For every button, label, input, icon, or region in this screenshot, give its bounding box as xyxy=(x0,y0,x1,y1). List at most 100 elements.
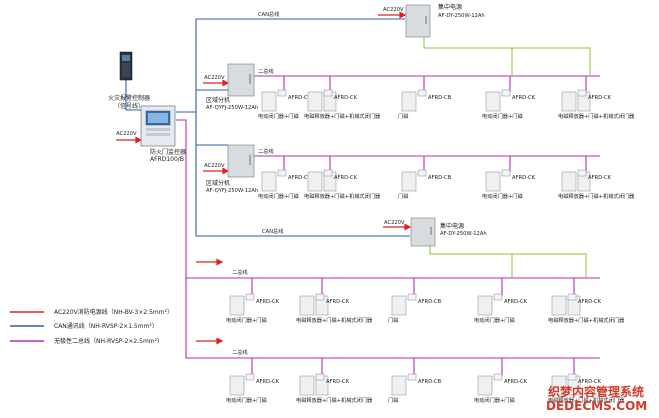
module-box xyxy=(245,293,255,301)
door-monitor-model: AFRD100/B xyxy=(150,156,184,163)
module-box xyxy=(417,89,427,97)
module-label: AFRD-CK xyxy=(326,299,350,305)
two-wire-label-row2: 二总线 xyxy=(258,147,274,155)
module-label: AFRD-CK xyxy=(256,299,280,305)
device-unit: AFRD-CK 电磁释放器+门磁+机械式闭门器 xyxy=(548,373,625,404)
module-box xyxy=(315,293,325,301)
door-leaf xyxy=(551,295,567,316)
module-label: AFRD-CK xyxy=(288,95,312,101)
ac220v-label-top: AC220V xyxy=(383,7,404,13)
module-label: AFRD-CK xyxy=(578,379,602,385)
device-label: 电动闭门器+门磁 xyxy=(258,112,299,120)
device-label: 电动闭门器+门磁 xyxy=(226,396,267,404)
module-label: AFRD-CK xyxy=(326,379,350,385)
module-box xyxy=(567,373,577,381)
module-label: AFRD-CK xyxy=(334,95,358,101)
device-unit: AFRD-CK 电动闭门器+门磁 xyxy=(482,89,536,120)
two-wire-label-row1: 二总线 xyxy=(258,67,274,75)
door-leaf xyxy=(401,171,417,192)
device-label: 电动闭门器+门磁 xyxy=(226,316,267,324)
watermark: 织梦内容管理系统 DEDECMS.COM xyxy=(546,384,647,413)
two-wire-label-row4: 二总线 xyxy=(232,348,248,356)
door-leaf xyxy=(391,375,407,396)
power-lines xyxy=(116,11,412,345)
module-box xyxy=(417,169,427,177)
door-monitor-label: 防火门监控器 xyxy=(150,148,186,156)
door-leaf xyxy=(299,375,315,396)
door-leaf xyxy=(261,171,277,192)
module-label: AFRD-CB xyxy=(428,95,452,101)
can-bus-label-bottom: CAN总线 xyxy=(262,227,283,235)
door-leaf xyxy=(229,295,245,316)
device-label: 电磁释放器+门磁+机械式闭门器 xyxy=(558,112,635,120)
module-label: AFRD-CK xyxy=(504,299,528,305)
device-label: 电动闭门器+门磁 xyxy=(482,112,523,120)
bus-row4 xyxy=(185,278,600,359)
door-leaf xyxy=(299,295,315,316)
device-label: 电磁释放器+门磁+机械式闭门器 xyxy=(304,112,381,120)
legend: AC220V消防电源线（NH-BV-3×2.5mm²） CAN通讯线（NH-RV… xyxy=(10,308,173,345)
module-label: AFRD-CB xyxy=(418,379,442,385)
device-unit: AFRD-CK 电动闭门器+门磁 xyxy=(258,169,312,200)
ac220v-label-bottom: AC220V xyxy=(384,220,405,226)
device-label: 电磁释放器+门磁+机械式闭门器 xyxy=(296,316,373,324)
device-label: 电磁释放器+门磁+机械式闭门器 xyxy=(548,396,625,404)
can-line-bottom xyxy=(195,112,410,237)
fire-alarm-controller xyxy=(119,51,133,81)
module-box xyxy=(323,89,333,97)
area-branch-label-1: 区域分机 xyxy=(206,96,230,104)
device-label: 电磁释放器+门磁+机械式闭门器 xyxy=(548,316,625,324)
door-leaf xyxy=(561,171,577,192)
module-box xyxy=(245,373,255,381)
module-box xyxy=(501,89,511,97)
module-box xyxy=(277,169,287,177)
device-label: 电磁释放器+门磁+机械式闭门器 xyxy=(296,396,373,404)
can-bus-lines xyxy=(125,18,410,237)
ac220v-label-monitor: AC220V xyxy=(116,131,137,137)
area-branch-label-2: 区域分机 xyxy=(206,179,230,187)
device-label: 门磁 xyxy=(388,396,399,404)
central-power-model-bottom: AF-DY-250W-12Ah xyxy=(440,231,487,237)
device-unit: AFRD-CK 电动闭门器+门磁 xyxy=(474,293,528,324)
device-unit: AFRD-CK 电磁释放器+门磁+机械式闭门器 xyxy=(304,89,381,120)
device-unit: AFRD-CK 电动闭门器+门磁 xyxy=(258,89,312,120)
door-monitor xyxy=(140,105,176,147)
area-branch-2 xyxy=(227,144,255,178)
bus-row3 xyxy=(176,119,600,279)
door-leaf xyxy=(551,375,567,396)
ac220v-label-branch1: AC220V xyxy=(204,75,225,81)
two-wire-bus-lines xyxy=(176,75,600,376)
device-label: 门磁 xyxy=(398,192,409,200)
can-line-top xyxy=(176,18,405,113)
module-label: AFRD-CK xyxy=(288,175,312,181)
module-box xyxy=(407,373,417,381)
device-unit: AFRD-CK 电磁释放器+门磁+机械式闭门器 xyxy=(296,293,373,324)
module-label: AFRD-CK xyxy=(512,95,536,101)
module-box xyxy=(501,169,511,177)
dc-power-lines xyxy=(423,22,591,278)
device-label: 电动闭门器+门磁 xyxy=(258,192,299,200)
device-unit: AFRD-CK 电动闭门器+门磁 xyxy=(226,373,280,404)
device-label: 电磁释放器+门磁+机械式闭门器 xyxy=(558,192,635,200)
door-leaf xyxy=(307,91,323,112)
two-wire-label-row3: 二总线 xyxy=(232,268,248,276)
module-label: AFRD-CK xyxy=(256,379,280,385)
device-label: 电动闭门器+门磁 xyxy=(474,316,515,324)
area-branch-model-1: AF-QYFJ-250W-12Ah xyxy=(206,105,258,111)
central-power-label-top: 集中电源 xyxy=(438,3,462,11)
door-leaf xyxy=(477,375,493,396)
door-leaf xyxy=(485,91,501,112)
device-rows: AFRD-CK 电动闭门器+门磁 AFRD-CK 电磁释放器+门磁+机械式闭门器 AFR… xyxy=(226,89,635,404)
device-label: 电动闭门器+门磁 xyxy=(482,192,523,200)
module-box xyxy=(407,293,417,301)
central-power-top xyxy=(405,4,431,38)
legend-bus: 无极性二总线（NH-RVSP-2×2.5mm²） xyxy=(54,337,163,345)
module-box xyxy=(277,89,287,97)
